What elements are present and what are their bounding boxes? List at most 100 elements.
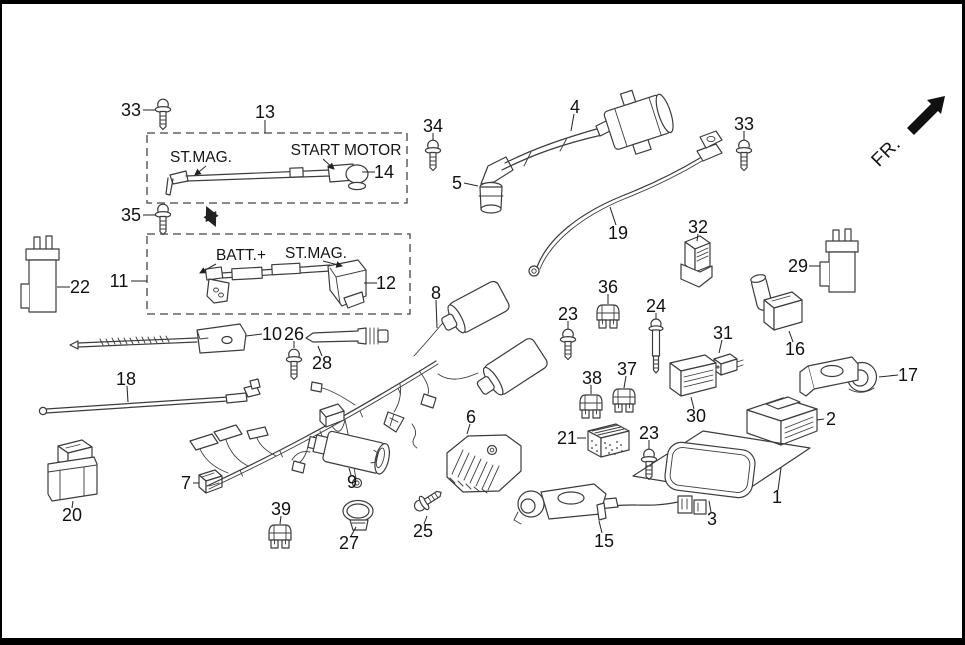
callout-8: 8 (431, 283, 441, 303)
callout-3: 3 (707, 509, 717, 529)
callout-20-leader-line (71, 500, 74, 509)
callout-29: 29 (788, 256, 808, 276)
part-27-clamp-drawing (342, 499, 374, 531)
callout-1: 1 (772, 487, 782, 507)
part-26-bolt-drawing (285, 348, 303, 381)
callout-25-leader-line (423, 515, 428, 525)
callout-15-leader-line (598, 520, 603, 534)
part-5-plug-cap-drawing (478, 156, 514, 214)
part-22-condenser-drawing (20, 235, 60, 313)
part-7-connector-drawing (198, 469, 223, 494)
callout-28-leader-line (317, 345, 323, 357)
callout-13: 13 (255, 102, 275, 122)
part-32-switch-drawing (680, 235, 713, 288)
callout-2-leader-line (816, 418, 825, 421)
callout-4: 4 (570, 97, 580, 117)
start-motor-label: START MOTOR (291, 142, 402, 159)
part-28-spark-plug-drawing (305, 327, 389, 345)
callout-30-leader-line (690, 396, 695, 410)
part-33-bolt-left-drawing (154, 98, 172, 131)
callout-27: 27 (339, 533, 359, 553)
callout-32: 32 (688, 217, 708, 237)
part-30-relay-drawing (669, 354, 717, 397)
callout-23: 23 (558, 304, 578, 324)
callout-6: 6 (466, 407, 476, 427)
part-31-relay-small-drawing (713, 353, 744, 376)
callout-3-leader-line (708, 500, 712, 513)
part-34-bolt-drawing (424, 139, 442, 172)
st-mag-bottom-label: ST.MAG. (285, 245, 347, 262)
st-mag-top-arrow-icon (194, 165, 207, 176)
callout-8-leader-line (435, 299, 438, 329)
part-12-battery-cable-drawing (204, 259, 367, 309)
callout-12: 12 (376, 273, 396, 293)
callout-31: 31 (713, 323, 733, 343)
callout-5: 5 (452, 173, 462, 193)
callout-21: 21 (557, 428, 577, 448)
callout-38: 38 (582, 368, 602, 388)
part-14-start-motor-cable-drawing (165, 163, 369, 196)
callout-16: 16 (785, 339, 805, 359)
part-2-relay-assy-drawing (746, 396, 818, 446)
part-38-fuse-drawing (579, 394, 603, 419)
part-29-condenser-drawing (819, 228, 859, 293)
group-box-11 (146, 233, 411, 315)
part-37-fuse-drawing (612, 388, 636, 413)
part-39-fuse-drawing (268, 524, 292, 549)
part-24-long-bolt-drawing (648, 318, 664, 374)
callout-32-leader-line (696, 233, 699, 242)
part-8-canisters-drawing (441, 280, 548, 396)
st-mag-top-label: ST.MAG. (170, 149, 232, 166)
callout-14: 14 (374, 162, 394, 182)
callout-31-leader-line (718, 339, 723, 354)
fr-arrow-icon (907, 96, 945, 135)
callout-35: 35 (121, 205, 141, 225)
callout-37: 37 (617, 359, 637, 379)
part-16-boot-drawing (750, 274, 803, 331)
callout-10: 10 (262, 324, 282, 344)
part-15-bracket-drawing (513, 483, 607, 525)
callout-33: 33 (121, 100, 141, 120)
callout-2: 2 (826, 409, 836, 429)
callout-27-leader-line (350, 526, 357, 537)
callout-33: 33 (734, 114, 754, 134)
st-mag-bottom-arrow-icon (322, 260, 343, 268)
callout-18: 18 (116, 369, 136, 389)
callout-30: 30 (686, 406, 706, 426)
part-18-rod-drawing (38, 378, 261, 416)
callout-15: 15 (594, 531, 614, 551)
part-8-wire-harness-drawing (189, 317, 479, 490)
start-motor-arrow-icon (322, 158, 335, 170)
part-33-bolt-right-drawing (735, 139, 753, 172)
part-36-fuse-drawing (596, 304, 620, 329)
callout-5-leader-line (463, 182, 479, 187)
callout-23: 23 (639, 423, 659, 443)
callout-9-leader-line (348, 467, 352, 476)
callout-39-leader-line (279, 515, 282, 525)
part-25-bolt-drawing (410, 485, 446, 516)
callout-4-leader-line (570, 113, 575, 132)
callout-28: 28 (312, 353, 332, 373)
callout-11: 11 (110, 271, 129, 291)
part-6-regulator-drawing (446, 434, 522, 494)
part-20-relay-drawing (47, 439, 98, 502)
fr-label: FR. (868, 134, 906, 172)
part-21-fuse-box-drawing (587, 423, 630, 458)
callout-19: 19 (608, 223, 628, 243)
callout-25: 25 (413, 521, 433, 541)
callout-17: 17 (898, 365, 918, 385)
callout-34: 34 (423, 116, 443, 136)
callout-37-leader-line (623, 375, 627, 389)
part-23-bolt-upper-drawing (559, 328, 577, 361)
callout-1-leader-line (777, 467, 782, 491)
callout-20: 20 (62, 505, 82, 525)
callout-9: 9 (347, 472, 357, 492)
callout-39: 39 (271, 499, 291, 519)
callout-10-leader-line (245, 333, 263, 337)
part-10-stay-bracket-drawing (69, 323, 247, 354)
callout-22: 22 (70, 277, 90, 297)
callout-36: 36 (598, 277, 618, 297)
callout-26: 26 (284, 324, 304, 344)
group-box-13 (146, 132, 408, 204)
